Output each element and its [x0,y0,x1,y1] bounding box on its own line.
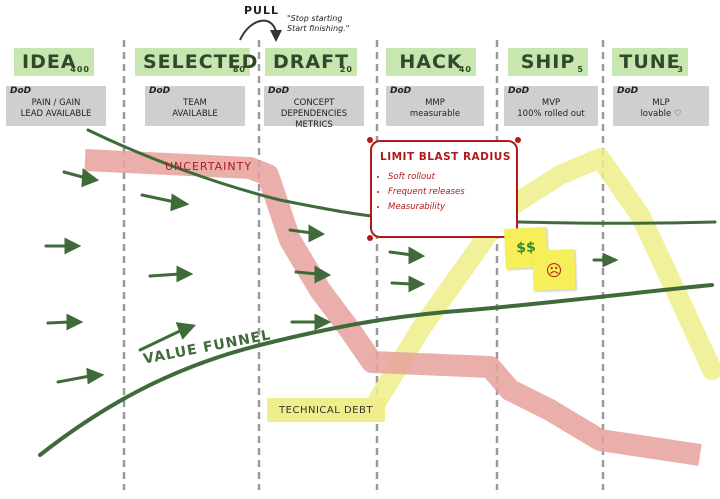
dod-text: CONCEPT DEPENDENCIES METRICS [280,98,348,130]
technical-debt-label: TECHNICAL DEBT [267,398,385,422]
blast-radius-item: Soft rollout [388,172,465,182]
pin [367,235,373,241]
technical-debt-band [362,148,720,420]
column-title-idea: IDEA 400 [14,48,94,76]
arrow [46,313,84,331]
dod-text: MVP 100% rolled out [517,98,585,119]
arrow [44,237,82,255]
column-title-label: IDEA [22,51,77,73]
pull-arrowhead [270,30,282,42]
pin [515,137,521,143]
arrow [148,265,194,283]
blast-radius-list: Soft rollout Frequent releases Measurabi… [376,172,465,217]
wip-limit: 5 [577,65,584,74]
uncertainty-label: UNCERTAINTY [165,160,253,173]
blast-radius-title: LIMIT BLAST RADIUS [380,151,511,163]
pull-quote: "Stop starting Start finishing." [287,14,350,33]
arrow [138,322,197,352]
dod-text: MMP measurable [409,98,461,119]
arrow [62,168,100,188]
column-title-label: HACK [399,51,463,73]
blast-radius-note: LIMIT BLAST RADIUS Soft rollout Frequent… [370,140,518,238]
arrow [140,193,190,212]
uncertainty-band [84,149,702,466]
column-title-hack: HACK 40 [386,48,476,76]
arrow [388,246,426,265]
pin [367,137,373,143]
dod-tag: DoD [390,86,412,96]
sad-sticky-note: ☹ [532,249,576,291]
dod-card-tune: DoD MLP lovable ♡ [613,86,709,126]
dod-text: TEAM AVAILABLE [172,98,218,119]
column-title-selected: SELECTED 80 [135,48,257,76]
wip-limit: 40 [458,65,472,74]
pull-label: PULL [244,4,280,17]
column-title-label: DRAFT [273,51,350,73]
sad-face-icon: ☹ [545,260,563,280]
column-title-label: TUNE [619,51,681,73]
pull-curve [239,19,277,41]
column-title-draft: DRAFT 20 [265,48,357,76]
dod-tag: DoD [268,86,290,96]
dod-card-selected: DoD TEAM AVAILABLE [145,86,245,126]
column-title-label: SHIP [520,51,576,73]
arrow [294,265,332,284]
flow-arrows [44,168,619,385]
arrow [592,252,619,268]
column-title-label: SELECTED [143,51,259,73]
dod-card-hack: DoD MMP measurable [386,86,484,126]
column-title-ship: SHIP 5 [508,48,588,76]
dod-text: PAIN / GAIN LEAD AVAILABLE [20,98,92,119]
value-funnel-line [38,283,714,457]
wip-limit: 3 [677,65,684,74]
wip-limit: 80 [232,65,246,74]
dod-card-draft: DoD CONCEPT DEPENDENCIES METRICS [264,86,364,130]
dod-tag: DoD [10,86,32,96]
dod-tag: DoD [149,86,171,96]
dod-text: MLP lovable ♡ [640,98,682,119]
arrow [288,224,326,243]
arrow [56,367,105,385]
dod-card-idea: DoD PAIN / GAIN LEAD AVAILABLE [6,86,106,126]
wip-limit: 400 [70,65,90,74]
blast-radius-item: Frequent releases [388,187,465,197]
dod-card-ship: DoD MVP 100% rolled out [504,86,598,126]
column-title-tune: TUNE 3 [612,48,688,76]
dod-tag: DoD [617,86,639,96]
wip-limit: 20 [339,65,353,74]
arrow [290,313,332,331]
arrow [390,275,426,293]
dod-tag: DoD [508,86,530,96]
blast-radius-item: Measurability [388,202,465,212]
